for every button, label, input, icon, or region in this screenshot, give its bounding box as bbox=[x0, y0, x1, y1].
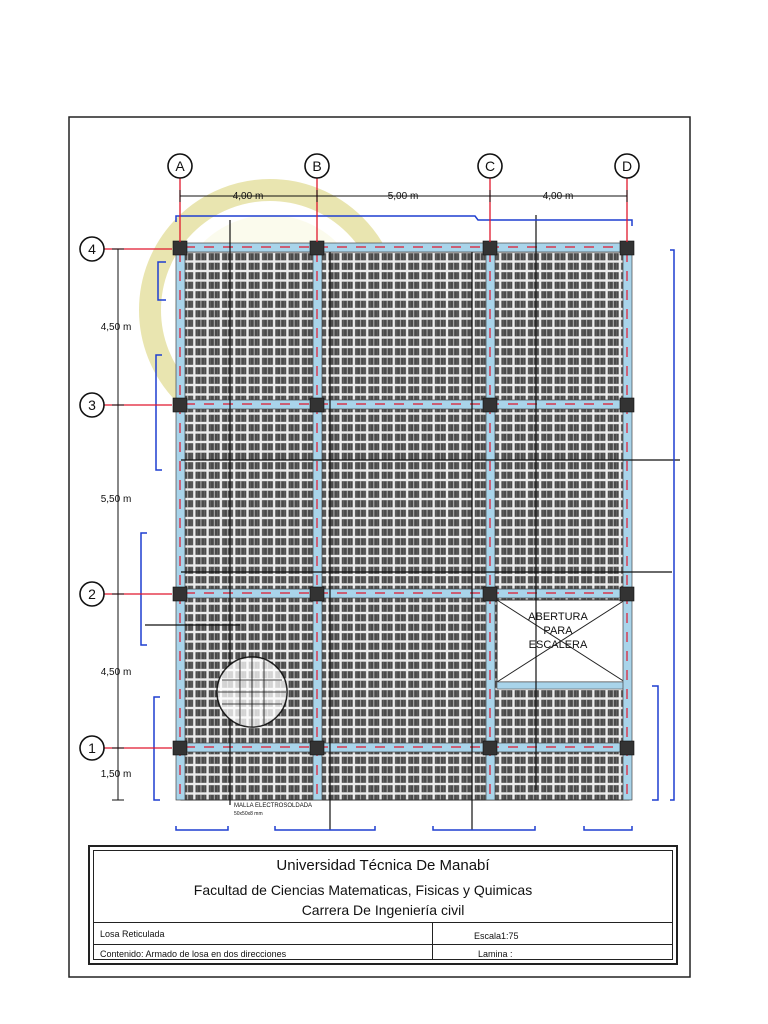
scale-label: Escala1:75 bbox=[474, 931, 519, 941]
title-block-row-content: Contenido: Armado de losa en dos direcci… bbox=[94, 944, 672, 965]
dim-4-3: 4,50 m bbox=[101, 322, 132, 333]
dim-3-2: 5,50 m bbox=[101, 494, 132, 505]
opening-label-line-3: ESCALERA bbox=[529, 639, 588, 651]
opening-label-line-1: ABERTURA bbox=[528, 611, 588, 623]
axis-label-d: D bbox=[622, 158, 632, 174]
opening-label-line-2: PARA bbox=[543, 625, 573, 637]
axis-label-4: 4 bbox=[88, 241, 96, 257]
title-block-inner: Universidad Técnica De Manabí Facultad d… bbox=[93, 850, 673, 960]
title-block-divider bbox=[432, 922, 433, 959]
mesh-detail-circle bbox=[216, 656, 288, 728]
title-block-row-project: Losa Reticulada Escala1:75 bbox=[94, 922, 672, 945]
mesh-label-spec: 50x50x8 mm bbox=[234, 811, 263, 817]
career-name: Carrera De Ingeniería civil bbox=[301, 902, 465, 918]
dim-b-c: 5,00 m bbox=[388, 191, 419, 202]
beam-rebar-red bbox=[179, 246, 628, 800]
axis-label-b: B bbox=[312, 158, 321, 174]
dim-1-edge: 1,50 m bbox=[101, 769, 132, 780]
mesh-label: MALLA ELECTROSOLDADA bbox=[234, 803, 312, 809]
university-name: Universidad Técnica De Manabí bbox=[276, 857, 490, 874]
project-name: Losa Reticulada bbox=[100, 929, 165, 939]
dim-a-b: 4,00 m bbox=[233, 191, 264, 202]
axis-label-c: C bbox=[485, 158, 495, 174]
columns bbox=[172, 240, 635, 756]
axis-label-1: 1 bbox=[88, 740, 96, 756]
title-block: Universidad Técnica De Manabí Facultad d… bbox=[88, 845, 678, 965]
drawing-frame bbox=[68, 116, 691, 978]
dim-c-d: 4,00 m bbox=[543, 191, 574, 202]
dimension-lines bbox=[112, 190, 628, 801]
faculty-name: Facultad de Ciencias Matematicas, Fisica… bbox=[193, 882, 533, 898]
rebar-callouts bbox=[140, 215, 675, 831]
axis-bubbles bbox=[79, 153, 640, 761]
axis-label-3: 3 bbox=[88, 397, 96, 413]
content-description: Contenido: Armado de losa en dos direcci… bbox=[100, 949, 287, 959]
dim-2-1: 4,50 m bbox=[101, 667, 132, 678]
axis-label-2: 2 bbox=[88, 586, 96, 602]
axis-label-a: A bbox=[175, 158, 185, 174]
sheet-label: Lamina : bbox=[478, 949, 513, 959]
